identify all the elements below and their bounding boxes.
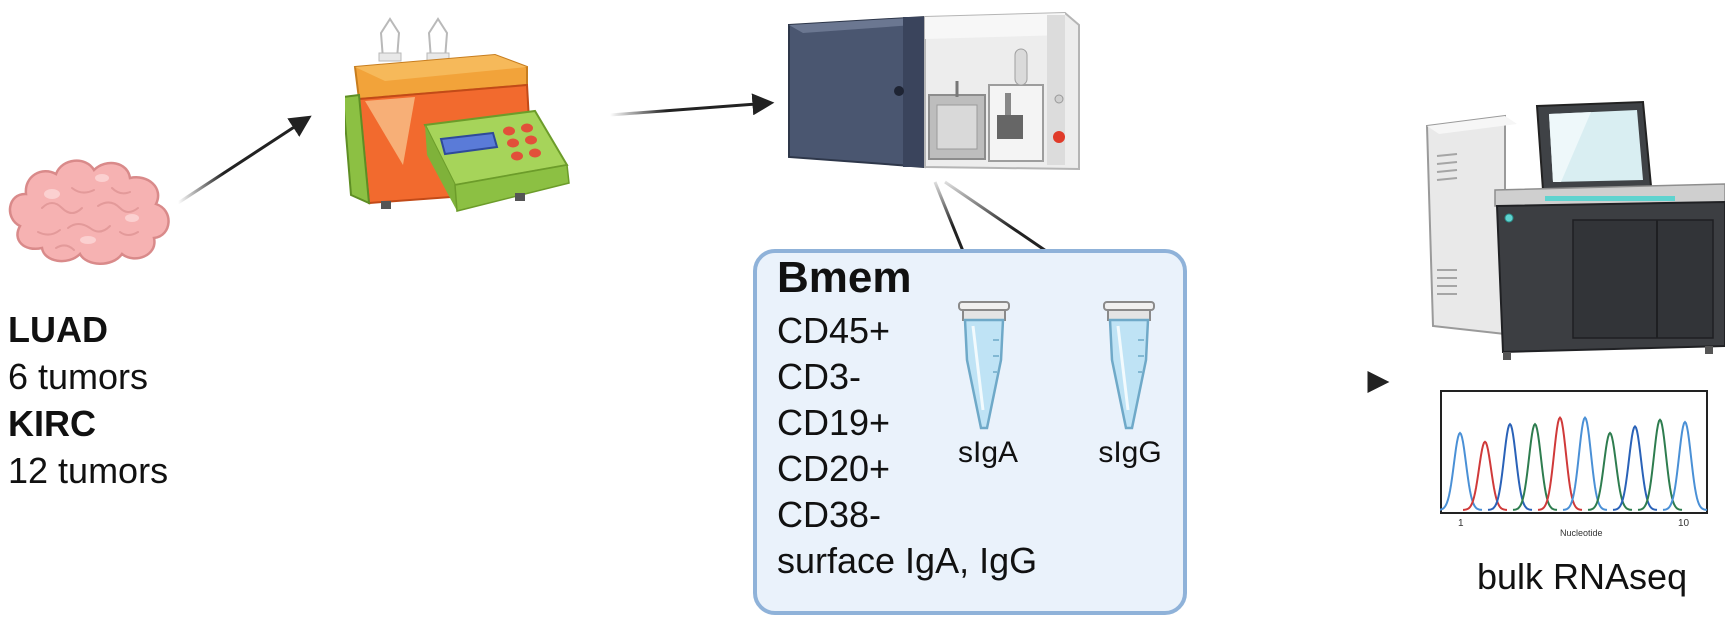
chromatogram-peak (1487, 422, 1533, 511)
chromatogram-peak (1562, 415, 1608, 511)
tube-label-siga: sIgA (957, 436, 1019, 469)
chromatogram-peak (1662, 420, 1708, 511)
sequencer-icon (1425, 100, 1725, 360)
chromatogram-peaks (1440, 415, 1708, 511)
marker-cd45: CD45+ (777, 310, 891, 351)
luad-label: LUAD (8, 309, 108, 350)
tube-label-sigg: sIgG (1098, 436, 1162, 469)
marker-cd38: CD38- (777, 494, 882, 535)
chromatogram-peak (1587, 431, 1633, 511)
marker-surface-ig: surface IgA, IgG (777, 540, 1038, 581)
marker-cd19: CD19+ (777, 402, 891, 443)
tumor-tissue-icon (8, 159, 170, 265)
tissue-dissociator-icon (345, 17, 570, 212)
microcentrifuge-tube-icon (1103, 301, 1155, 430)
chromatogram-peak (1537, 415, 1583, 511)
luad-count: 6 tumors (8, 356, 149, 397)
population-title: Bmem (777, 253, 912, 302)
marker-cd20: CD20+ (777, 448, 891, 489)
marker-list: CD45+ CD3- CD19+ CD20+ CD38- surface IgA… (777, 308, 1037, 584)
chromatogram-peak (1440, 431, 1483, 511)
flow-cytometer-icon (788, 11, 1080, 171)
trace-axis-label: Nucleotide (1560, 528, 1603, 538)
microcentrifuge-tube-icon (958, 301, 1010, 430)
sample-labels: LUAD 6 tumors KIRC 12 tumors (8, 306, 168, 494)
chromatogram-peak (1637, 418, 1683, 511)
marker-cd3: CD3- (777, 356, 862, 397)
arrow-dissociator-to-cytometer (609, 93, 775, 117)
chromatogram-peak (1512, 422, 1558, 511)
chromatogram-icon: 1 10 Nucleotide (1440, 390, 1708, 538)
kirc-label: KIRC (8, 403, 96, 444)
trace-tick-start: 1 (1458, 518, 1464, 529)
kirc-count: 12 tumors (8, 450, 169, 491)
sequencing-caption: bulk RNAseq (1477, 556, 1688, 597)
chromatogram-peak (1612, 424, 1658, 511)
trace-tick-end: 10 (1678, 518, 1690, 529)
arrow-tissue-to-dissociator (177, 115, 312, 205)
chromatogram-peak (1463, 440, 1507, 511)
